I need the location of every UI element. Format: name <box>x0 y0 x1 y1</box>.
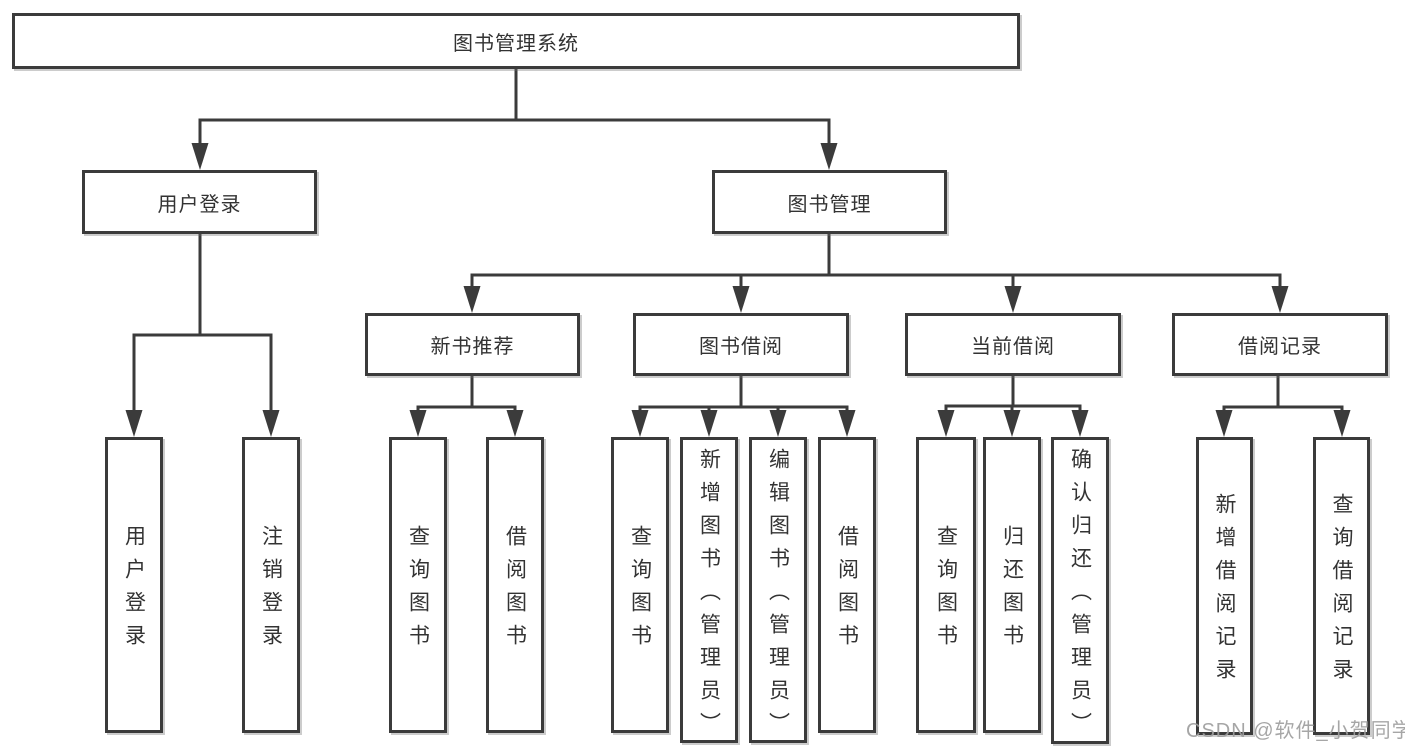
leaf-query-book-borrow: 查询图书 <box>611 437 669 733</box>
leaf-label: 借阅图书 <box>503 525 527 657</box>
node-label: 图书管理系统 <box>453 32 579 55</box>
node-current-borrow: 当前借阅 <box>905 313 1121 376</box>
leaf-label: 新增图书（管理员） <box>697 447 721 745</box>
leaf-query-book-recommend: 查询图书 <box>389 437 447 733</box>
leaf-query-borrow-record: 查询借阅记录 <box>1313 437 1370 735</box>
leaf-label: 查询图书 <box>628 525 652 657</box>
leaf-label: 确认归还（管理员） <box>1068 448 1092 745</box>
node-label: 新书推荐 <box>430 336 515 358</box>
leaf-label: 归还图书 <box>1000 525 1024 657</box>
leaf-label: 查询图书 <box>406 525 430 657</box>
node-label: 用户登录 <box>157 193 242 216</box>
leaf-label: 用户登录 <box>122 525 146 657</box>
leaf-label: 查询借阅记录 <box>1330 493 1353 691</box>
leaf-return-book: 归还图书 <box>983 437 1041 733</box>
leaf-user-login: 用户登录 <box>105 437 163 733</box>
node-book-borrow: 图书借阅 <box>633 313 849 376</box>
leaf-logout-login: 注销登录 <box>242 437 300 733</box>
node-label: 图书管理 <box>787 193 872 216</box>
leaf-add-book-admin: 新增图书（管理员） <box>680 437 738 745</box>
node-book-management: 图书管理 <box>712 170 947 234</box>
node-label: 借阅记录 <box>1238 336 1322 358</box>
leaf-add-borrow-record: 新增借阅记录 <box>1196 437 1253 735</box>
node-new-book-recommend: 新书推荐 <box>365 313 580 376</box>
node-borrow-records: 借阅记录 <box>1172 313 1388 376</box>
leaf-label: 新增借阅记录 <box>1213 493 1236 691</box>
node-root-library-system: 图书管理系统 <box>12 13 1020 69</box>
leaf-label: 注销登录 <box>259 525 283 657</box>
leaf-borrow-book: 借阅图书 <box>818 437 876 733</box>
leaf-edit-book-admin: 编辑图书（管理员） <box>749 437 807 745</box>
leaf-label: 借阅图书 <box>835 525 859 657</box>
leaf-label: 编辑图书（管理员） <box>766 447 790 745</box>
leaf-confirm-return-admin: 确认归还（管理员） <box>1051 437 1109 745</box>
node-label: 当前借阅 <box>971 336 1055 358</box>
leaf-query-book-current: 查询图书 <box>916 437 976 733</box>
node-label: 图书借阅 <box>699 336 783 358</box>
leaf-borrow-book-recommend: 借阅图书 <box>486 437 544 733</box>
node-user-login: 用户登录 <box>82 170 317 234</box>
leaf-label: 查询图书 <box>934 525 958 657</box>
